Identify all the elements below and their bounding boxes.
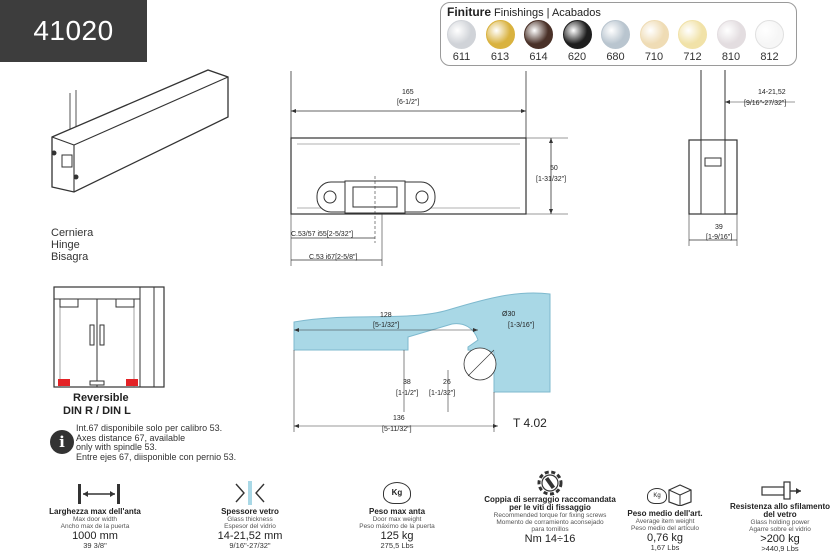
cut-height-38-inch-label: [1-1/2"]: [396, 390, 419, 397]
front-view-drawing: [290, 71, 568, 266]
info-icon: i: [50, 430, 74, 454]
cut-height-26-inch-label: [1-1/32"]: [429, 390, 456, 397]
weight-kg-icon: Kg: [383, 482, 411, 504]
finish-code-label: 712: [683, 51, 702, 63]
finish-swatch-611: [447, 20, 476, 49]
spec-fixing-torque: Coppia di serraggio raccomandata per le …: [484, 495, 616, 545]
finish-swatch-712: [678, 20, 707, 49]
spindle-67-label: C.53 i67[2-5/8"]: [309, 254, 358, 261]
side-depth-label: 39: [715, 224, 723, 231]
spec-average-item-weight: Peso medio dell'art. Average item weight…: [627, 509, 703, 552]
glass-pull-icon: [761, 481, 801, 500]
cut-diameter-label: Ø30: [502, 311, 516, 318]
finish-swatch-812: [755, 20, 784, 49]
front-height-inch-label: [1-31/32"]: [536, 176, 567, 183]
glass-thickness-label: 14-21,52: [758, 89, 786, 96]
cut-diameter-inch-label: [1-3/16"]: [508, 322, 535, 329]
box-icon: [668, 484, 692, 506]
side-view-drawing: [688, 70, 795, 246]
finish-code-label: 710: [644, 51, 664, 63]
cut-length-label: 128: [380, 312, 392, 319]
spec-glass-holding-power: Resistenza allo sfilamento del vetro Gla…: [729, 502, 831, 553]
cut-height-38-label: 38: [403, 379, 411, 386]
front-height-label: 50: [550, 165, 558, 172]
front-width-label: 165: [402, 89, 414, 96]
front-width-inch-label: [6-1/2"]: [397, 99, 420, 106]
info-note: Int.67 disponibile solo per calibro 53. …: [76, 423, 237, 462]
cut-total-label: 136: [393, 415, 405, 422]
spec-max-door-width: Larghezza max dell'anta Max door width A…: [49, 507, 141, 550]
hinge-label: Cerniera Hinge Bisagra: [51, 227, 94, 263]
finish-swatch-710: [639, 20, 669, 49]
glass-cutout-drawing: [293, 292, 551, 432]
door-width-icon: [78, 484, 120, 504]
door-reversible-title: Reversible: [73, 392, 129, 404]
spec-door-max-weight: Peso max anta Door max weight Peso máxim…: [359, 507, 435, 550]
finish-code-label: 810: [721, 51, 741, 63]
door-elevation-drawing: [53, 286, 165, 388]
finish-swatch-614: [524, 20, 553, 49]
cut-height-26-label: 26: [443, 379, 451, 386]
torque-gear-icon: [537, 470, 563, 496]
finish-code-label: 614: [529, 51, 548, 63]
door-din-subtitle: DIN R / DIN L: [63, 405, 131, 417]
glass-thickness-inch-label: [9/16"-27/32"]: [744, 100, 787, 107]
technical-ref-tag: T 4.02: [513, 416, 547, 430]
hinge-isometric-drawing: [51, 69, 229, 193]
finish-code-label: 620: [567, 51, 587, 63]
side-depth-inch-label: [1-9/16"]: [706, 234, 733, 241]
finish-code-label: 812: [760, 51, 779, 63]
finishes-title: Finiture Finishings | Acabados: [447, 5, 601, 19]
cut-length-inch-label: [5-1/32"]: [373, 322, 400, 329]
finishes-panel: Finiture Finishings | Acabados 611 613 614…: [440, 2, 797, 66]
cut-total-inch-label: [5-11/32"]: [382, 426, 412, 433]
finish-code-label: 613: [490, 51, 510, 63]
spec-glass-thickness: Spessore vetro Glass thickness Espesor d…: [217, 507, 283, 550]
finish-swatch-810: [716, 20, 746, 49]
finish-swatch-620: [562, 20, 592, 49]
finish-code-label: 680: [606, 51, 625, 63]
glass-thickness-icon: [235, 481, 265, 505]
finish-swatch-680: [601, 20, 630, 49]
item-weight-icon: Kg: [647, 488, 667, 504]
spindle-53-label: C.53/57 i55[2-5/32"]: [291, 231, 354, 238]
finish-code-label: 611: [452, 51, 471, 63]
product-code: 41020: [0, 0, 147, 62]
finish-swatch-613: [485, 20, 515, 49]
